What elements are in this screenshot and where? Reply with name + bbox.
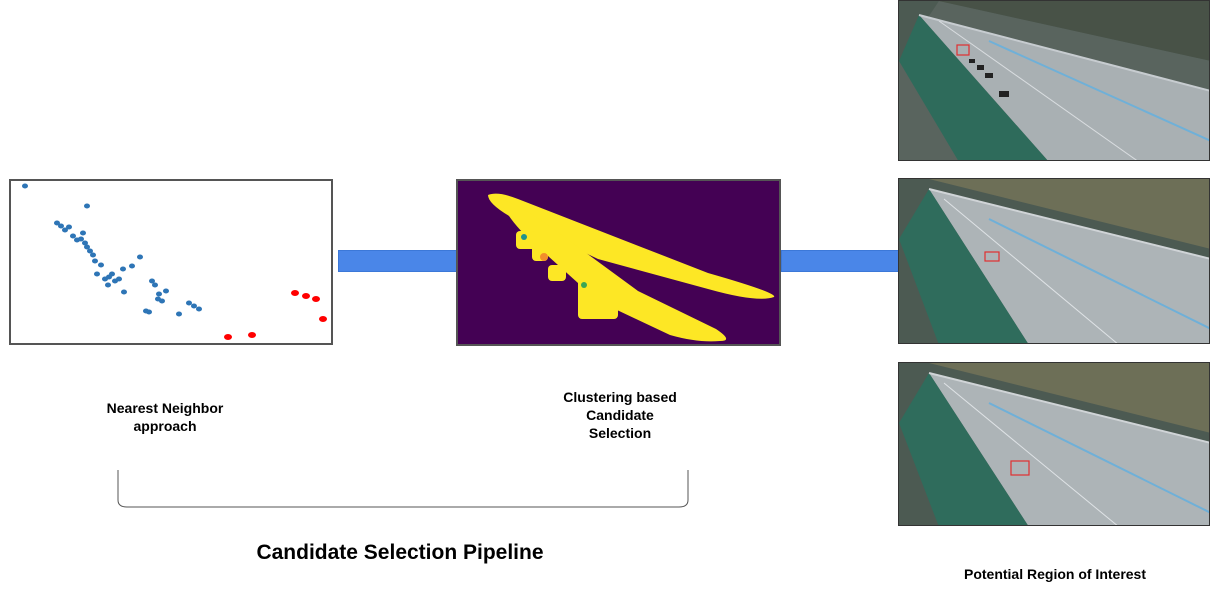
nearest-neighbor-label: Nearest Neighbor approach [106, 400, 224, 434]
cluster-center-1 [521, 234, 527, 240]
roi-frame-3 [898, 362, 1210, 526]
pipeline-connector-2 [781, 250, 901, 272]
cluster-center-3 [581, 282, 587, 288]
normal-points [22, 183, 202, 317]
pipeline-bracket [117, 470, 689, 508]
clustering-mask-panel [456, 179, 781, 346]
roi-frame-2 [898, 178, 1210, 344]
roi-box-1 [956, 44, 970, 56]
potential-roi-label: Potential Region of Interest [963, 566, 1146, 582]
cluster-mask-image [458, 181, 779, 344]
scatter-plot-image [22, 183, 327, 340]
roi-box-2 [984, 251, 1000, 262]
pipeline-title: Candidate Selection Pipeline [256, 541, 544, 564]
roi-box-3 [1010, 460, 1030, 476]
cluster-center-2 [540, 253, 548, 261]
pipeline-connector-1 [338, 250, 458, 272]
highway-camera-frame [899, 1, 1209, 160]
outlier-points [224, 290, 327, 340]
nearest-neighbor-scatter-panel [9, 179, 333, 345]
roi-frame-1 [898, 0, 1210, 161]
clustering-label: Clustering based Candidate Selection [563, 389, 677, 441]
highway-camera-frame [899, 363, 1209, 525]
highway-camera-frame [899, 179, 1209, 343]
